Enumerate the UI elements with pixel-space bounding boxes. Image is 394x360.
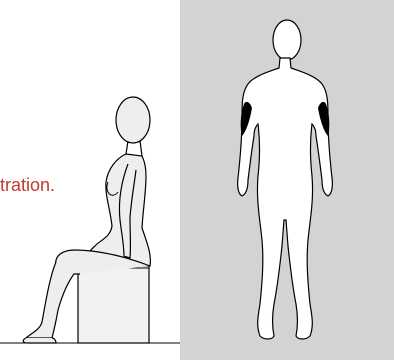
lower-leg <box>26 262 74 338</box>
head <box>273 20 301 60</box>
right-panel <box>180 0 394 360</box>
stool <box>78 266 149 343</box>
body-outline <box>238 58 333 339</box>
caption-text: tration. <box>0 175 55 196</box>
head <box>116 97 150 143</box>
torso <box>86 154 150 266</box>
standing-body-figure <box>180 0 394 360</box>
foot <box>23 338 56 343</box>
left-panel: tration. <box>0 0 180 360</box>
